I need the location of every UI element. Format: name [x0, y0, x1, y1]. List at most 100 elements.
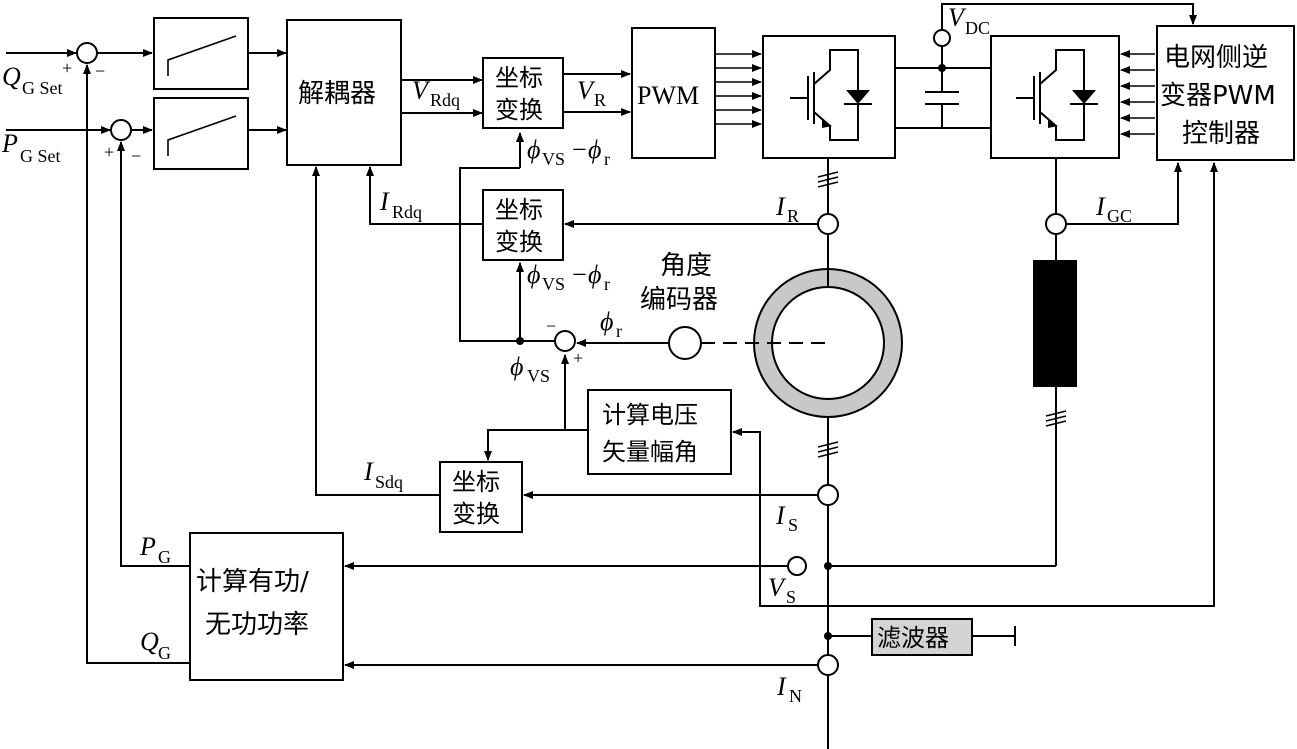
- svg-text:滤波器: 滤波器: [877, 624, 949, 652]
- svg-text:V: V: [577, 76, 596, 105]
- svg-text:Q: Q: [140, 627, 159, 656]
- rotor-side-converter: [762, 35, 896, 159]
- svg-text:G: G: [158, 547, 171, 567]
- v-r-label: V R: [577, 76, 606, 110]
- svg-text:ϕ: ϕ: [588, 135, 601, 164]
- q-set-input: Q G Set: [2, 62, 63, 98]
- phi-vs-minus-phi-r-label-2: ϕ VS − ϕ r: [527, 260, 610, 294]
- pwm-gate-signals: [715, 50, 762, 128]
- p-controller-curve: [167, 115, 237, 156]
- svg-text:−: −: [546, 316, 556, 336]
- svg-text:Rdq: Rdq: [430, 90, 460, 110]
- ir-sensor: [817, 213, 839, 235]
- svg-text:G: G: [158, 643, 171, 663]
- svg-text:P: P: [1, 129, 18, 158]
- svg-text:−: −: [572, 260, 587, 289]
- svg-text:r: r: [616, 321, 622, 341]
- power-calc-block: [189, 532, 344, 681]
- svg-text:I: I: [776, 672, 787, 701]
- svg-text:电网侧逆: 电网侧逆: [1164, 43, 1268, 73]
- grid-side-converter: [990, 35, 1120, 159]
- svg-text:r: r: [604, 149, 610, 169]
- svg-text:变器PWM: 变器PWM: [1160, 81, 1276, 111]
- vdc-sensor: [933, 29, 951, 47]
- decoupler-block: [286, 19, 402, 166]
- grid-pwm-controller-block: [1156, 25, 1295, 161]
- svg-text:S: S: [788, 515, 798, 535]
- svg-text:计算电压: 计算电压: [602, 401, 698, 429]
- phi-r-label: ϕ r: [600, 307, 622, 341]
- p-sum-junction: [110, 119, 132, 141]
- voltage-angle-block: [587, 389, 732, 475]
- svg-text:I: I: [363, 457, 374, 486]
- i-s-label: I S: [775, 501, 798, 535]
- svg-text:Q: Q: [2, 62, 21, 91]
- grid-gate-signals: [1120, 50, 1155, 138]
- svg-text:变换: 变换: [495, 96, 543, 124]
- svg-text:+: +: [573, 348, 583, 368]
- svg-text:角度: 角度: [660, 251, 712, 281]
- decoupler-label: 解耦器: [298, 79, 376, 109]
- q-controller-block: [153, 17, 249, 90]
- svg-text:Sdq: Sdq: [375, 472, 403, 492]
- svg-text:ϕ: ϕ: [527, 135, 540, 164]
- svg-text:ϕ: ϕ: [588, 260, 601, 289]
- svg-text:DC: DC: [965, 18, 990, 38]
- svg-text:坐标: 坐标: [452, 468, 500, 496]
- i-gc-label: I GC: [1095, 192, 1132, 226]
- svg-text:坐标: 坐标: [495, 196, 543, 224]
- i-r-label: I R: [775, 192, 799, 226]
- svg-text:坐标: 坐标: [495, 64, 543, 92]
- i-sdq-label: I Sdq: [363, 457, 403, 492]
- svg-text:−: −: [572, 135, 587, 164]
- svg-text:−: −: [95, 61, 105, 81]
- q-sum-junction: [76, 42, 98, 64]
- p-set-input: P G Set: [1, 129, 61, 166]
- svg-text:I: I: [1095, 192, 1106, 221]
- q-g-label: Q G: [140, 627, 171, 663]
- p-controller-block: [153, 97, 249, 170]
- svg-text:G Set: G Set: [22, 78, 63, 98]
- v-s-label: V S: [768, 573, 796, 607]
- svg-text:I: I: [379, 187, 390, 216]
- phi-sum-junction: [554, 330, 576, 352]
- svg-text:P: P: [139, 532, 156, 561]
- svg-text:N: N: [789, 686, 802, 706]
- angle-encoder: [668, 326, 702, 360]
- svg-text:ϕ: ϕ: [600, 307, 613, 336]
- svg-text:R: R: [594, 90, 606, 110]
- filter-block: [871, 618, 973, 656]
- svg-text:S: S: [786, 587, 796, 607]
- svg-text:I: I: [775, 501, 786, 530]
- coord-transform-1: [482, 57, 564, 129]
- svg-text:矢量幅角: 矢量幅角: [602, 438, 698, 466]
- pwm-label: PWM: [637, 81, 699, 110]
- svg-text:GC: GC: [1107, 206, 1132, 226]
- grid-filter-inductor: [1033, 260, 1077, 387]
- svg-text:VS: VS: [542, 149, 565, 169]
- svg-text:控制器: 控制器: [1182, 119, 1260, 149]
- svg-text:计算有功/: 计算有功/: [196, 567, 309, 597]
- svg-text:R: R: [787, 206, 799, 226]
- is-sensor: [817, 484, 839, 506]
- coord-transform-2: [482, 189, 564, 261]
- svg-text:VS: VS: [527, 366, 550, 386]
- q-controller-curve: [167, 35, 237, 76]
- p-g-label: P G: [139, 532, 171, 567]
- svg-text:−: −: [131, 146, 141, 166]
- svg-text:V: V: [948, 3, 967, 32]
- svg-text:V: V: [768, 573, 787, 602]
- svg-text:Rdq: Rdq: [392, 202, 422, 222]
- svg-text:I: I: [775, 192, 786, 221]
- phi-vs-minus-phi-r-label-1: ϕ VS − ϕ r: [527, 135, 610, 169]
- in-sensor: [817, 654, 839, 676]
- i-n-label: I N: [776, 672, 802, 706]
- svg-text:r: r: [604, 274, 610, 294]
- svg-text:无功功率: 无功功率: [205, 610, 309, 640]
- v-rdq-label: V Rdq: [412, 76, 460, 110]
- svg-text:+: +: [62, 58, 72, 78]
- phi-vs-label: ϕ VS: [510, 352, 550, 386]
- svg-text:V: V: [412, 76, 431, 105]
- svg-text:变换: 变换: [495, 228, 543, 256]
